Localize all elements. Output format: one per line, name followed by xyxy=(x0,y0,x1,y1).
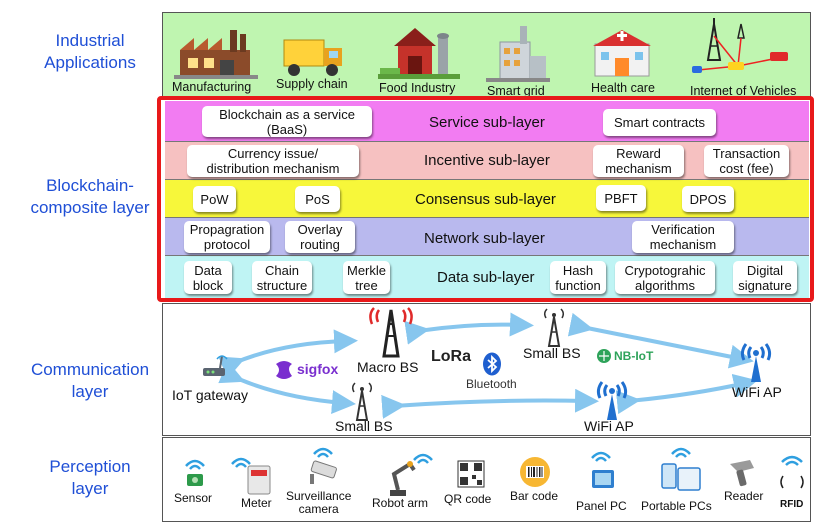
consensus-sublayer-title: Consensus sub-layer xyxy=(415,191,556,208)
industrial-applications-panel xyxy=(162,12,811,98)
app-label-health-care: Health care xyxy=(591,81,655,95)
app-label-supply-chain: Supply chain xyxy=(276,77,348,91)
perception-label-camera: Surveillance camera xyxy=(286,489,352,516)
transaction-cost-box: Transaction cost (fee) xyxy=(704,145,789,177)
factory-icon xyxy=(174,30,258,79)
perception-label-qr-code: QR code xyxy=(444,492,492,506)
power-plant-icon xyxy=(486,26,550,82)
small-bs-top-tower-icon xyxy=(543,308,565,347)
data-block-box: Data block xyxy=(184,261,232,294)
overlay-routing-box: Overlay routing xyxy=(285,221,355,253)
portable-pc-icon xyxy=(661,447,701,491)
sensor-icon xyxy=(185,459,205,486)
pos-box: PoS xyxy=(295,186,340,212)
merkle-tree-box: Merkle tree xyxy=(343,261,390,294)
robot-arm-icon xyxy=(390,453,433,496)
perception-label-rfid: RFID xyxy=(780,499,804,510)
baas-box: Blockchain as a service (BaaS) xyxy=(202,106,372,137)
app-label-internet-of-vehicles: Internet of Vehicles xyxy=(690,84,797,98)
perception-label-bar-code: Bar code xyxy=(510,489,559,503)
small-bs-top-label: Small BS xyxy=(523,345,581,361)
nb-iot-logo-icon xyxy=(597,349,611,363)
pbft-box: PBFT xyxy=(596,185,646,211)
small-bs-bottom-label: Small BS xyxy=(335,418,393,434)
communication-links xyxy=(218,312,758,419)
barn-icon xyxy=(378,28,460,79)
cryptographic-algorithms-box: Crypotograhic algorithms xyxy=(615,261,715,294)
hospital-icon xyxy=(593,30,651,77)
blockchain-layer-highlight xyxy=(157,96,814,302)
iot-gateway-label: IoT gateway xyxy=(172,387,249,403)
digital-signature-box: Digital signature xyxy=(733,261,797,294)
wifi-ap-right-icon xyxy=(740,343,772,382)
bluetooth-icon xyxy=(483,352,501,376)
small-bs-bottom-tower-icon xyxy=(351,382,373,421)
router-icon xyxy=(203,355,228,376)
propagation-protocol-box: Propagration protocol xyxy=(184,221,270,253)
app-label-smart-grid: Smart grid xyxy=(487,84,545,98)
currency-issue-box: Currency issue/ distribution mechanism xyxy=(187,145,359,177)
perception-layer-label: Perception layer xyxy=(49,457,131,498)
perception-label-portable-pcs: Portable PCs xyxy=(641,499,712,513)
dpos-box: DPOS xyxy=(682,186,734,212)
reader-icon xyxy=(730,460,754,487)
hash-function-box: Hash function xyxy=(550,261,606,294)
nb-iot-label: NB-IoT xyxy=(614,349,654,363)
perception-label-reader: Reader xyxy=(724,489,764,503)
macro-bs-label: Macro BS xyxy=(357,359,419,375)
truck-icon xyxy=(283,39,342,76)
pow-box: PoW xyxy=(193,186,236,212)
verification-mechanism-box: Verification mechanism xyxy=(632,221,734,253)
vehicle-network-icon xyxy=(692,18,788,73)
perception-label-panel-pc: Panel PC xyxy=(576,499,627,513)
panel-pc-icon xyxy=(591,451,614,488)
wifi-ap-bottom-label: WiFi AP xyxy=(584,418,634,434)
reward-mechanism-box: Reward mechanism xyxy=(593,145,684,177)
meter-icon xyxy=(231,457,271,495)
wifi-ap-bottom-icon xyxy=(596,381,628,420)
chain-structure-box: Chain structure xyxy=(252,261,312,294)
sigfox-logo-icon xyxy=(276,361,292,379)
smart-contracts-box: Smart contracts xyxy=(603,109,716,136)
rfid-icon xyxy=(780,455,804,489)
sigfox-label: sigfox xyxy=(297,361,339,377)
perception-label-meter: Meter xyxy=(241,496,272,510)
app-label-food-industry: Food Industry xyxy=(379,81,456,95)
communication-layer-label: Communication layer xyxy=(30,360,150,401)
network-sublayer-title: Network sub-layer xyxy=(424,230,545,247)
data-sublayer-title: Data sub-layer xyxy=(437,269,535,286)
barcode-icon xyxy=(520,457,550,487)
service-sublayer-title: Service sub-layer xyxy=(429,114,545,131)
incentive-sublayer-title: Incentive sub-layer xyxy=(424,152,550,169)
app-label-manufacturing: Manufacturing xyxy=(172,80,252,94)
lora-label: LoRa xyxy=(431,348,471,365)
bluetooth-label: Bluetooth xyxy=(466,377,517,391)
perception-label-sensor: Sensor xyxy=(174,491,213,505)
wifi-ap-right-label: WiFi AP xyxy=(732,384,782,400)
blockchain-layer-label: Blockchain- composite layer xyxy=(30,176,150,217)
perception-label-robot-arm: Robot arm xyxy=(372,496,429,510)
qr-code-icon xyxy=(457,460,485,488)
macro-bs-tower-icon xyxy=(369,307,413,358)
camera-icon xyxy=(310,447,337,484)
industrial-applications-label: Industrial Applications xyxy=(44,31,136,72)
